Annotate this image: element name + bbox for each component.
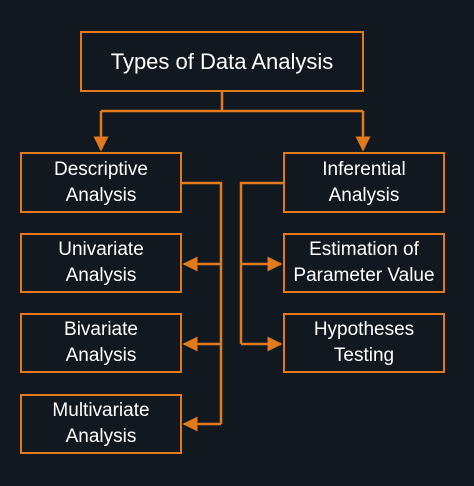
- title-box: Types of Data Analysis: [80, 31, 364, 92]
- descriptive-analysis-label: Descriptive Analysis: [54, 158, 148, 206]
- title-text: Types of Data Analysis: [110, 48, 334, 74]
- univariate-analysis-label: Univariate Analysis: [58, 239, 144, 286]
- descriptive-analysis-box: Descriptive Analysis: [20, 152, 182, 213]
- estimation-parameter-box: Estimation of Parameter Value: [283, 233, 445, 293]
- descriptive-bus-line: [182, 181, 223, 424]
- hypotheses-testing-box: Hypotheses Testing: [283, 313, 445, 373]
- univariate-analysis-box: Univariate Analysis: [20, 233, 182, 293]
- bivariate-analysis-box: Bivariate Analysis: [20, 313, 182, 373]
- multivariate-analysis-label: Multivariate Analysis: [52, 400, 150, 447]
- inferential-analysis-label: Inferential Analysis: [322, 158, 406, 206]
- estimation-parameter-label: Estimation of Parameter Value: [293, 239, 435, 286]
- hypotheses-testing-label: Hypotheses Testing: [313, 319, 415, 366]
- bivariate-analysis-label: Bivariate Analysis: [64, 319, 138, 366]
- multivariate-analysis-box: Multivariate Analysis: [20, 394, 182, 454]
- inferential-analysis-box: Inferential Analysis: [283, 152, 445, 213]
- inferential-bus-line: [239, 181, 283, 344]
